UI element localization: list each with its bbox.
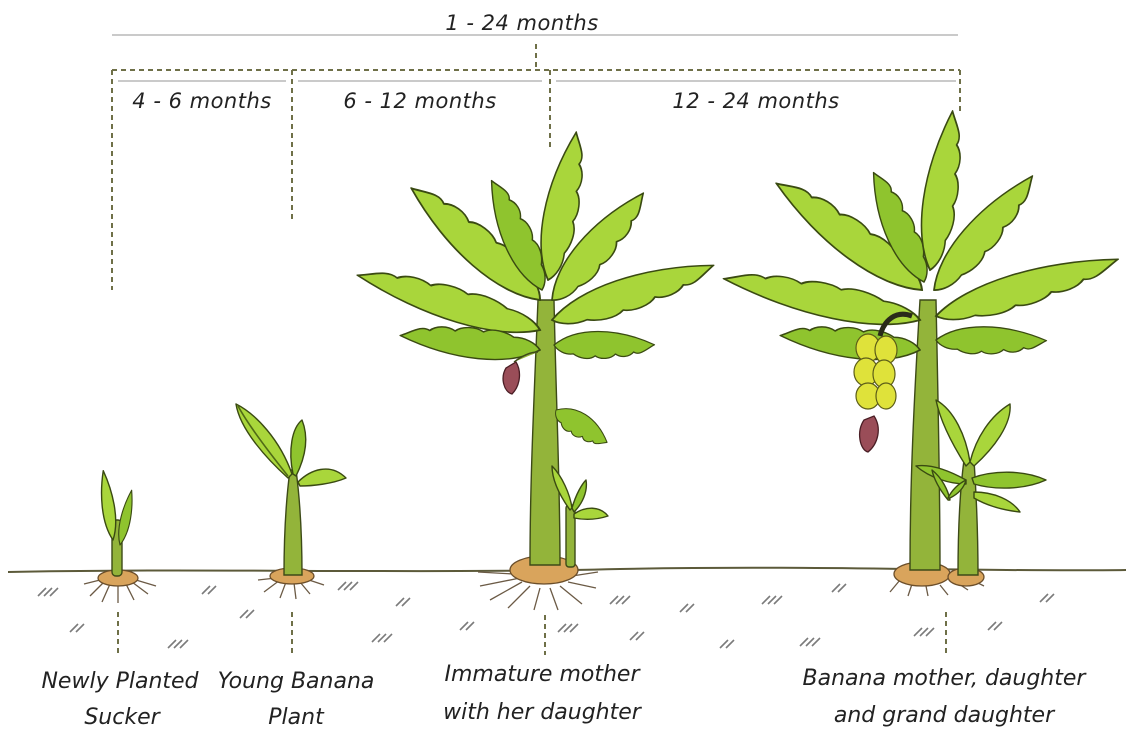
leaf (550, 398, 612, 456)
caption-2-line2: Plant (268, 705, 325, 730)
banana-bunch (854, 334, 897, 409)
caption-2-line1: Young Banana (218, 669, 375, 694)
banana-flower (860, 416, 879, 452)
leaf (291, 420, 306, 476)
leaf (553, 327, 655, 364)
leaf (935, 322, 1047, 360)
caption-4-line2: and grand daughter (834, 703, 1056, 728)
leaf (972, 472, 1046, 488)
stage3-duration-label: 12 - 24 months (672, 89, 839, 113)
leaf (936, 400, 970, 466)
caption-1-line2: Sucker (84, 705, 161, 730)
caption-3-line1: Immature mother (444, 662, 641, 687)
plant-newly-planted-sucker (84, 470, 156, 603)
leaf (974, 492, 1020, 512)
leaf (97, 470, 119, 541)
caption-3-line2: with her daughter (443, 700, 643, 725)
caption-4-line1: Banana mother, daughter (803, 666, 1088, 691)
plant-immature-mother (354, 129, 720, 610)
pseudostem (530, 300, 560, 565)
plant-mother-daughter-granddaughter (721, 109, 1123, 596)
banana-flower (503, 362, 519, 394)
stage1-duration-label: 4 - 6 months (132, 89, 271, 113)
captions: Newly Planted Sucker Young Banana Plant … (41, 662, 1087, 730)
total-duration-label: 1 - 24 months (445, 11, 598, 35)
leaf (298, 469, 346, 486)
leaf (236, 404, 292, 478)
leaf (574, 508, 608, 519)
leaf (115, 489, 136, 546)
caption-1-line1: Newly Planted (41, 669, 199, 694)
leaf (970, 404, 1010, 466)
stage2-duration-label: 6 - 12 months (343, 89, 496, 113)
leaf (572, 480, 586, 512)
